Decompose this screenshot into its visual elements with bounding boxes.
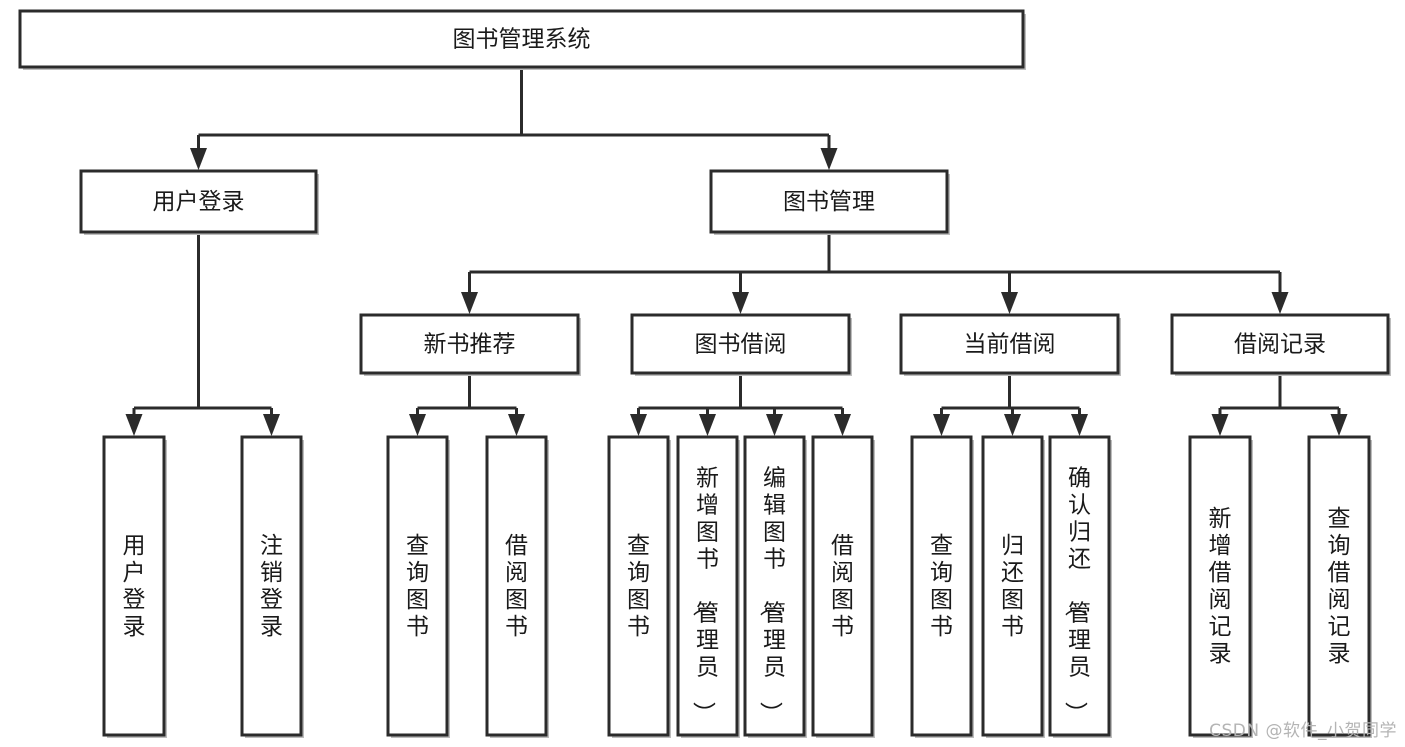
node-leaf-borrow-edit[interactable]: 编辑图书（管理员） <box>743 435 807 738</box>
node-label: 注销登录 <box>260 533 283 640</box>
node-root[interactable]: 图书管理系统 <box>18 9 1026 70</box>
connector-layer <box>125 67 1348 436</box>
node-label: 用户登录 <box>153 189 245 215</box>
node-bookmgmt[interactable]: 图书管理 <box>709 169 950 235</box>
node-leaf-borrow-lend[interactable]: 借阅图书 <box>811 435 875 738</box>
node-label: 借阅图书 <box>831 533 854 640</box>
node-leaf-borrow-add[interactable]: 新增图书（管理员） <box>676 435 740 738</box>
node-leaf-new-query[interactable]: 查询图书 <box>386 435 450 738</box>
node-label: 查询图书 <box>930 533 953 640</box>
node-label: 归还图书 <box>1001 533 1024 640</box>
node-label: 查询图书 <box>627 533 650 640</box>
node-label: 确认归还（管理员） <box>1062 466 1091 725</box>
node-label: 当前借阅 <box>964 332 1056 358</box>
node-leaf-current-confirm[interactable]: 确认归还（管理员） <box>1048 435 1112 738</box>
node-newbook[interactable]: 新书推荐 <box>359 313 581 376</box>
node-label: 图书管理 <box>783 189 875 215</box>
node-record[interactable]: 借阅记录 <box>1170 313 1391 376</box>
csdn-watermark: CSDN @软件_小贺同学 <box>1209 721 1397 741</box>
node-leaf-user-login[interactable]: 用户登录 <box>102 435 167 738</box>
node-label: 新增借阅记录 <box>1209 506 1232 667</box>
node-label: 编辑图书（管理员） <box>757 466 786 725</box>
node-leaf-new-borrow[interactable]: 借阅图书 <box>485 435 549 738</box>
node-leaf-user-logout[interactable]: 注销登录 <box>240 435 304 738</box>
node-label: 查询借阅记录 <box>1328 506 1351 667</box>
node-leaf-current-query[interactable]: 查询图书 <box>910 435 974 738</box>
node-borrow[interactable]: 图书借阅 <box>630 313 852 376</box>
node-current[interactable]: 当前借阅 <box>899 313 1121 376</box>
node-layer: 图书管理系统用户登录图书管理新书推荐图书借阅当前借阅借阅记录用户登录注销登录查询… <box>18 9 1391 738</box>
node-label: 借阅图书 <box>505 533 528 640</box>
node-label: 查询图书 <box>406 533 429 640</box>
node-leaf-record-add[interactable]: 新增借阅记录 <box>1188 435 1253 738</box>
node-leaf-borrow-query[interactable]: 查询图书 <box>607 435 671 738</box>
node-label: 新增图书（管理员） <box>690 466 719 725</box>
node-label: 借阅记录 <box>1234 332 1326 358</box>
node-login[interactable]: 用户登录 <box>79 169 319 235</box>
node-leaf-current-return[interactable]: 归还图书 <box>981 435 1045 738</box>
node-label: 图书借阅 <box>695 332 787 358</box>
node-leaf-record-query[interactable]: 查询借阅记录 <box>1307 435 1372 738</box>
node-label: 新书推荐 <box>424 332 516 358</box>
node-label: 用户登录 <box>123 533 146 640</box>
node-label: 图书管理系统 <box>453 27 591 53</box>
